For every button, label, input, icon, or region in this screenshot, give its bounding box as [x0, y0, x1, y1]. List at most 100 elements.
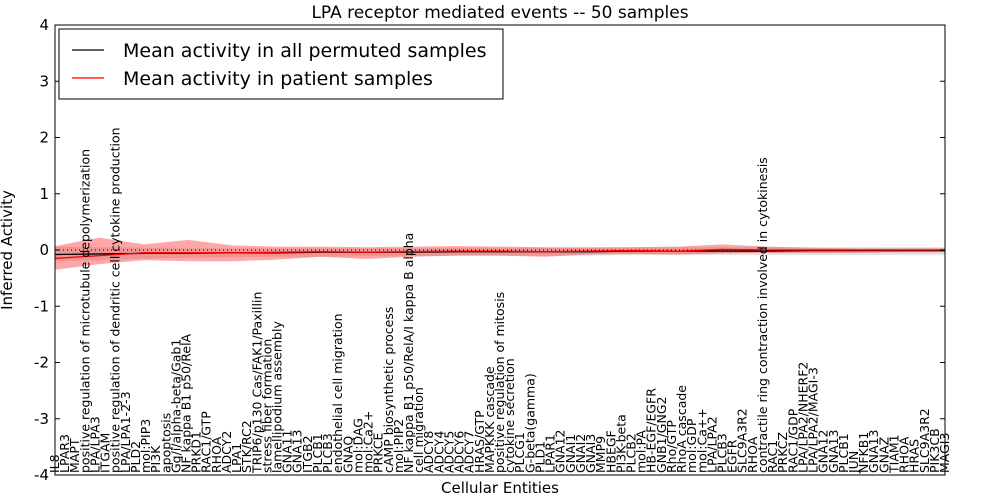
x-tick-label: G-beta(gamma) — [522, 373, 537, 473]
legend-label-permuted: Mean activity in all permuted samples — [123, 40, 486, 62]
x-tick-label: positive regulation of microtubule depol… — [77, 149, 92, 473]
x-tick-label: GNAI3 — [583, 434, 598, 473]
x-tick-label: HB-EGF/EGFR — [644, 388, 659, 473]
x-tick-label: NFKB1 — [856, 432, 871, 473]
x-tick-label: ADCY4 — [431, 431, 446, 473]
x-tick-label: mol:PA — [634, 430, 649, 473]
x-tick-label: PRKCE — [371, 433, 386, 473]
x-tick-label: JUN — [846, 451, 861, 474]
x-tick-label: PLCB3 — [715, 433, 730, 473]
x-tick-label: PIK3CB — [927, 428, 942, 473]
x-tick-label: ITGAM — [98, 433, 113, 473]
x-tick-label: cytokine secretion — [502, 358, 517, 473]
x-tick-label: ADCY8 — [421, 431, 436, 473]
x-tick-label: mol:GDP — [684, 418, 699, 473]
x-tick-label: GNAZ — [876, 437, 891, 473]
x-tick-label: Gq/i/alpha-beta/Gab1 — [168, 339, 183, 473]
x-tick-label: MAPT — [67, 438, 82, 473]
confidence-bands — [55, 237, 945, 270]
x-tick-label: LPAR3 — [57, 434, 72, 473]
x-tick-label: GNA11 — [280, 430, 295, 474]
x-tick-label: RhoA cascade — [674, 385, 689, 473]
x-tick-label: LPA/LPA2 — [704, 416, 719, 473]
y-tick-label: 0 — [39, 241, 49, 259]
x-tick-label: GNA12 — [816, 430, 831, 474]
x-tick-label: GNAI1 — [563, 434, 578, 473]
x-tick-label: PLD1 — [532, 441, 547, 473]
y-tick-label: -3 — [34, 410, 49, 428]
x-tick-label: GNAQ — [340, 436, 355, 473]
x-tick-label: SLC9A3R2 — [735, 408, 750, 473]
x-tick-label: MMP9 — [593, 436, 608, 473]
x-tick-label: RAC1/GTP — [199, 411, 214, 473]
x-tick-label: endothelial cell migration — [330, 313, 345, 473]
y-axis-label: Inferred Activity — [0, 190, 16, 310]
x-tick-label: MAPKKK cascade — [482, 366, 497, 473]
x-tick-label: lamellipodium assembly — [270, 321, 285, 473]
y-tick-label: -4 — [34, 466, 49, 484]
y-tick-label: -2 — [34, 354, 49, 372]
y-tick-label: 2 — [39, 129, 49, 147]
x-tick-label: GNB1/GNG2 — [654, 397, 669, 473]
x-axis-label: Cellular Entities — [441, 479, 559, 497]
x-tick-label: ADCY6 — [452, 431, 467, 473]
series-line-1 — [54, 248, 945, 260]
chart-title: LPA receptor mediated events -- 50 sampl… — [311, 3, 688, 23]
x-tick-label: Rho/GTP — [664, 420, 679, 473]
x-tick-label: mol:Ca2+ — [361, 411, 376, 473]
x-tick-label: contractile ring contraction involved in… — [755, 157, 770, 473]
y-tick-label: -1 — [34, 297, 49, 315]
x-tick-label: PLCB1 — [310, 433, 325, 473]
series-lines — [54, 248, 945, 260]
y-tick-label: 1 — [39, 185, 49, 203]
x-tick-label: PLCG1 — [512, 432, 527, 473]
x-tick-label: HRAS — [907, 439, 922, 473]
x-tick-label: HBEGF — [603, 430, 618, 473]
y-tick-label: 4 — [39, 16, 49, 34]
x-tick-label: GNA12 — [553, 430, 568, 474]
x-tick-label: apoptosis — [158, 413, 173, 473]
x-tick-label: mol:DAG — [350, 418, 365, 473]
x-tick-label: PLCB1 — [836, 433, 851, 473]
x-tick-label: LPA/LPA3 — [87, 416, 102, 473]
x-tick-label: stress fiber formation — [259, 339, 274, 473]
band-1 — [55, 237, 945, 270]
x-tick-label: PLCB3 — [320, 433, 335, 473]
x-tick-label: cell migration — [411, 387, 426, 473]
x-tick-label: ADCY5 — [441, 431, 456, 473]
legend-box — [58, 28, 504, 100]
x-tick-label: PLCB2 — [623, 433, 638, 473]
x-tick-label: ADCY2 — [219, 431, 234, 473]
x-tick-label: LPA/LPA2/NHERF2 — [795, 362, 810, 473]
x-tick-label: SLC9A3R2 — [917, 408, 932, 473]
x-tick-label: mol:PIP3 — [138, 419, 153, 473]
x-tick-label: GNAI2 — [573, 434, 588, 473]
x-tick-label: PRKCZ — [775, 432, 790, 473]
x-tick-label: LPAR1 — [543, 434, 558, 473]
x-tick-label: cAMP biosynthetic process — [381, 307, 396, 473]
x-tick-label: GNA13 — [290, 430, 305, 474]
x-tick-label: NF kappa B1 p50/RelA — [178, 333, 193, 473]
x-tick-label: PI3K — [148, 445, 163, 473]
legend: Mean activity in all permuted samples Me… — [58, 28, 504, 100]
x-tick-label: EGFR — [725, 439, 740, 473]
x-tick-label: GNA13 — [826, 430, 841, 474]
x-tick-label: NF kappa B1 p50/RelA/I kappa B alpha — [401, 233, 416, 473]
legend-label-patient: Mean activity in patient samples — [123, 68, 433, 90]
x-tick-label: GNA13 — [866, 430, 881, 474]
x-tick-label: positive regulation of dendritic cell cy… — [108, 127, 123, 473]
x-tick-label: RHOA — [897, 436, 912, 473]
x-tick-label: ADCY7 — [462, 431, 477, 473]
x-tick-label: RAC1/GDP — [785, 408, 800, 473]
x-tick-label: LPA1 — [229, 443, 244, 473]
x-tick-label: positive regulation of mitosis — [492, 292, 507, 473]
x-tick-label: mol:PIP2 — [391, 419, 406, 473]
y-tick-label: 3 — [39, 72, 49, 90]
band-0 — [55, 246, 945, 262]
x-tick-label: PLD2 — [128, 441, 143, 473]
x-tick-label: TRIP6/p130 Cas/FAK1/Paxillin — [249, 292, 264, 474]
x-tick-label: PRKD1 — [189, 431, 204, 473]
